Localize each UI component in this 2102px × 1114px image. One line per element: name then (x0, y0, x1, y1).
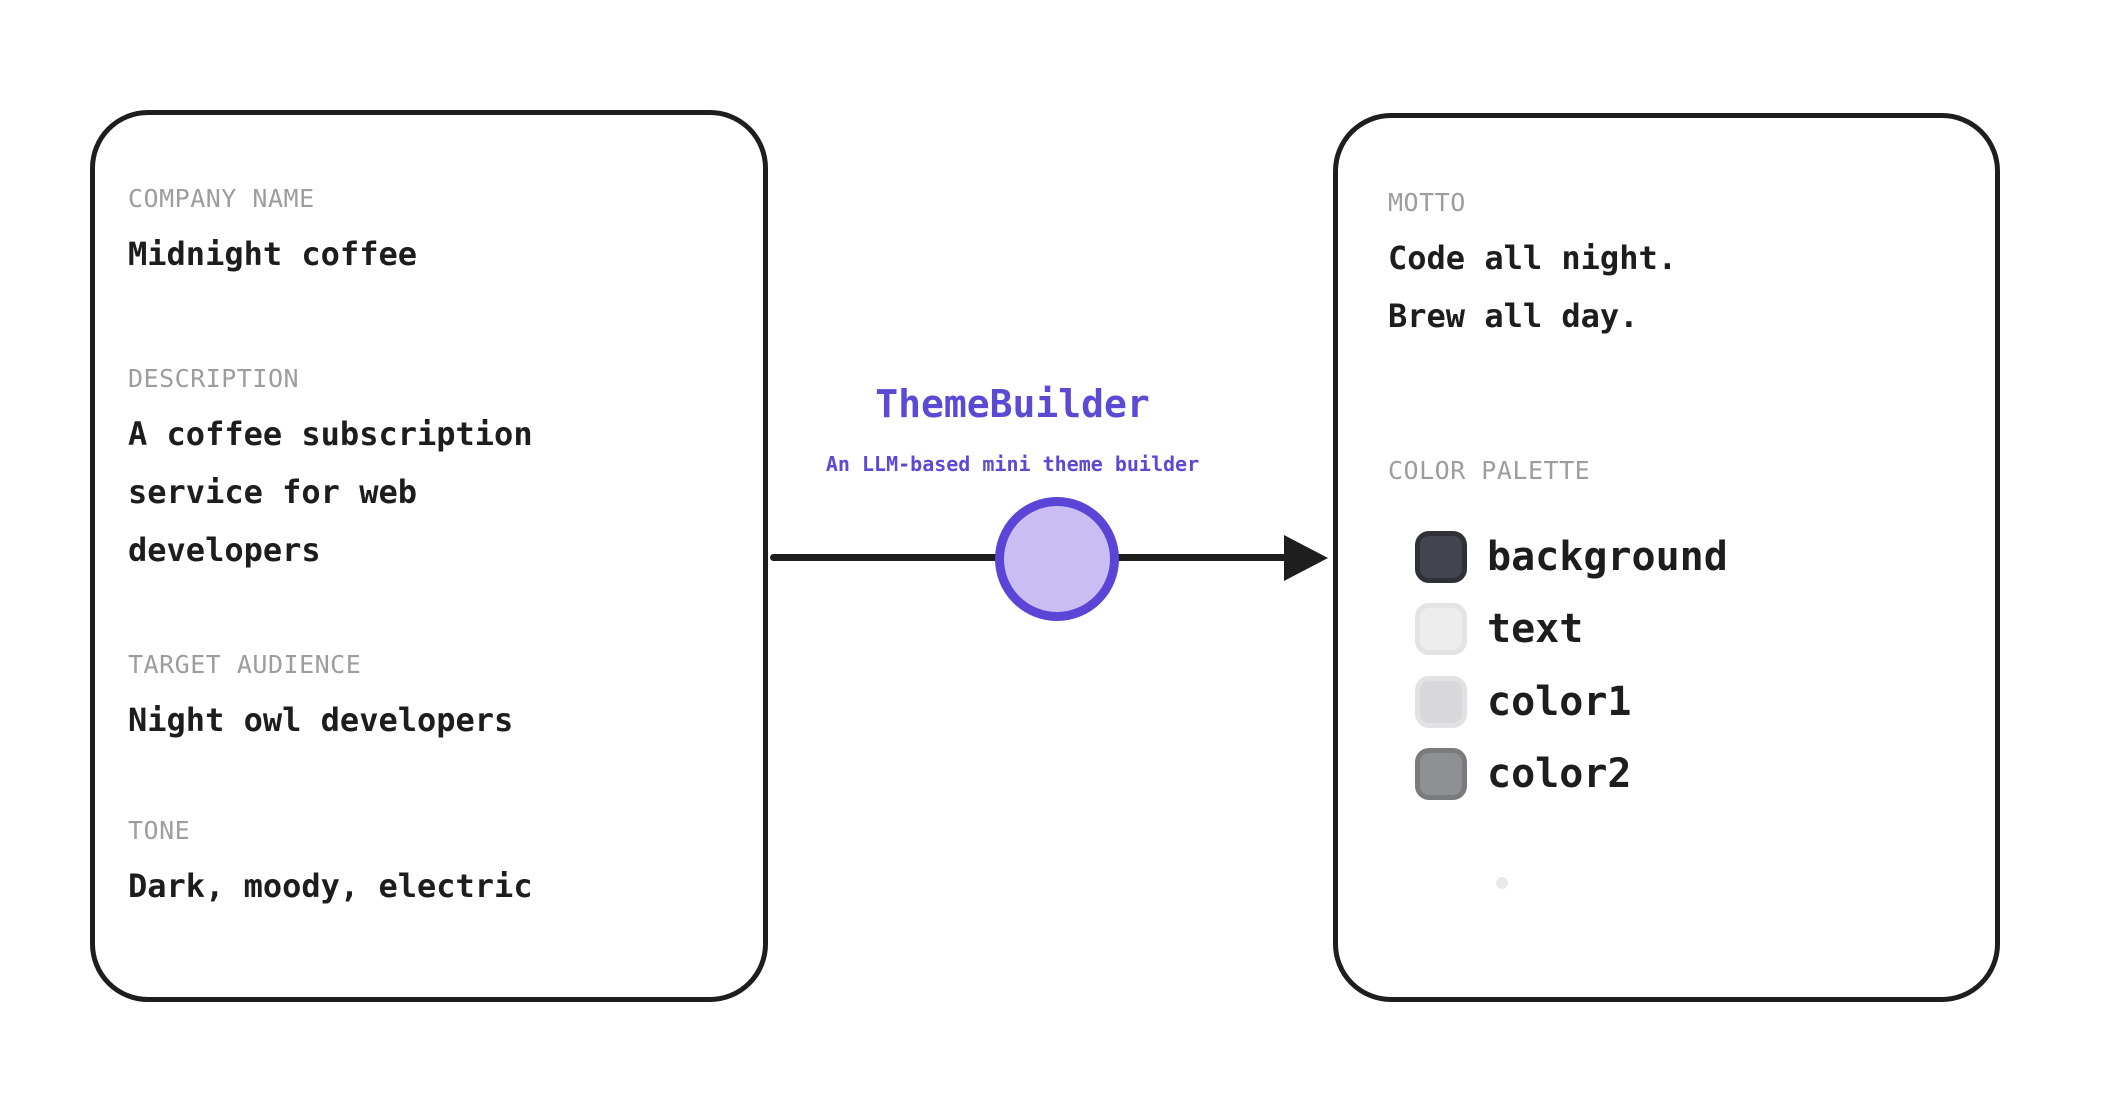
tone-label: TONE (128, 816, 191, 845)
swatch-color1-icon (1415, 676, 1467, 728)
themebuilder-title: ThemeBuilder (875, 382, 1150, 426)
swatch-text-label: text (1487, 606, 1584, 652)
input-card: COMPANY NAME Midnight coffee DESCRIPTION… (90, 110, 768, 1002)
target-audience-value: Night owl developers (128, 701, 514, 739)
flow-arrow-head-icon (1284, 535, 1328, 581)
swatch-background-icon (1415, 531, 1467, 583)
motto-value: Code all night. Brew all day. (1388, 239, 1677, 335)
description-label: DESCRIPTION (128, 364, 300, 393)
swatch-color1-label: color1 (1487, 679, 1632, 725)
themebuilder-subtitle: An LLM-based mini theme builder (825, 452, 1200, 476)
faint-dot (1496, 877, 1508, 889)
swatch-text-icon (1415, 603, 1467, 655)
palette-row-text: text (1415, 602, 1583, 656)
tone-value: Dark, moody, electric (128, 867, 533, 905)
swatch-background-label: background (1487, 534, 1728, 580)
palette-row-color1: color1 (1415, 675, 1632, 729)
motto-label: MOTTO (1388, 188, 1466, 217)
company-name-value: Midnight coffee (128, 235, 417, 273)
palette-row-color2: color2 (1415, 747, 1632, 801)
description-value: A coffee subscription service for web de… (128, 415, 533, 569)
llm-node-circle-icon (995, 497, 1119, 621)
target-audience-label: TARGET AUDIENCE (128, 650, 362, 679)
palette-row-background: background (1415, 530, 1728, 584)
output-card: MOTTO Code all night. Brew all day. COLO… (1333, 113, 2000, 1002)
swatch-color2-icon (1415, 748, 1467, 800)
company-name-label: COMPANY NAME (128, 184, 315, 213)
color-palette-label: COLOR PALETTE (1388, 456, 1591, 485)
swatch-color2-label: color2 (1487, 751, 1632, 797)
